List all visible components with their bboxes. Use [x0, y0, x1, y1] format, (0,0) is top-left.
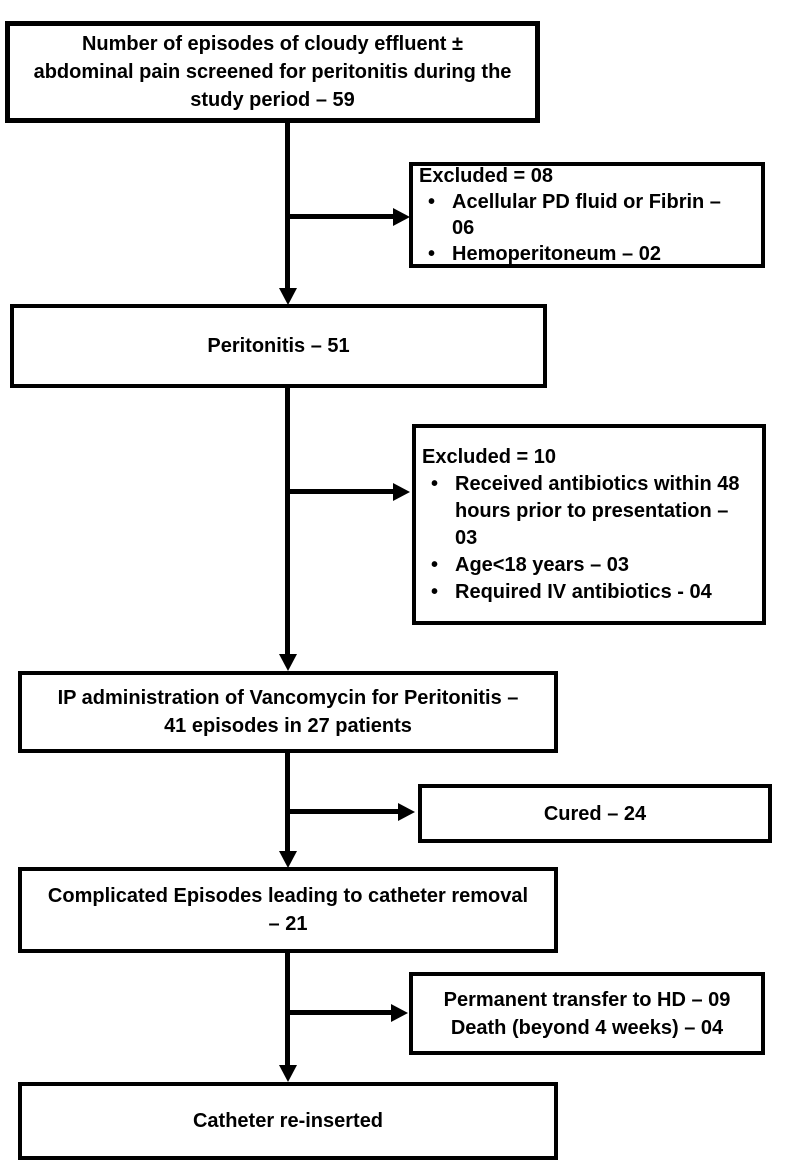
excluded-8-box: Excluded = 08 • Acellular PD fluid or Fi… — [409, 162, 765, 268]
arrowhead-down-ip — [279, 654, 297, 671]
list-item-line: 06 — [452, 217, 475, 239]
box-text-line: Cured – 24 — [543, 802, 647, 825]
box-text-line: – 21 — [268, 913, 308, 935]
box-text-line: Death (beyond 4 weeks) – 04 — [450, 1016, 724, 1039]
arrowhead-down-reinserted — [279, 1065, 297, 1082]
list-item-line: Acellular PD fluid or Fibrin – — [452, 191, 721, 213]
exclusion-title: Excluded = 10 — [422, 445, 556, 468]
arrowhead-right-excluded-8 — [393, 208, 410, 226]
connector-to-cured — [285, 809, 400, 814]
list-item-line: hours prior to presentation – — [455, 499, 729, 522]
bullet-marker: • — [431, 553, 439, 576]
bullet-marker: • — [431, 580, 439, 603]
list-item-line: Hemoperitoneum – 02 — [452, 243, 661, 265]
arrowhead-right-cured — [398, 803, 415, 821]
catheter-reinserted-box: Catheter re-inserted — [18, 1082, 558, 1160]
box-text-line: Complicated Episodes leading to catheter… — [47, 885, 529, 907]
list-item: • Required IV antibiotics - 04 — [422, 579, 740, 606]
list-item-line: Required IV antibiotics - 04 — [455, 580, 712, 603]
bullet-marker: • — [428, 191, 436, 213]
connector-to-excluded-10 — [285, 489, 395, 494]
box-text-line: abdominal pain screened for peritonitis … — [33, 61, 512, 83]
connector-to-outcomes — [285, 1010, 393, 1015]
list-item-line: Received antibiotics within 48 — [455, 472, 740, 495]
connector-to-excluded-8 — [285, 214, 395, 219]
arrowhead-right-outcomes — [391, 1004, 408, 1022]
peritonitis-box: Peritonitis – 51 — [10, 304, 547, 388]
cured-box: Cured – 24 — [418, 784, 772, 843]
exclusion-list: • Received antibiotics within 48 hours p… — [422, 471, 740, 606]
arrowhead-down-removal — [279, 851, 297, 868]
ip-vancomycin-box: IP administration of Vancomycin for Peri… — [18, 671, 558, 753]
catheter-removal-box: Complicated Episodes leading to catheter… — [18, 867, 558, 953]
arrowhead-down-peritonitis — [279, 288, 297, 305]
box-text-line: Catheter re-inserted — [192, 1110, 384, 1132]
list-item: • Acellular PD fluid or Fibrin – 06 — [419, 189, 721, 241]
outcomes-box: Permanent transfer to HD – 09 Death (bey… — [409, 972, 765, 1055]
list-item: • Received antibiotics within 48 hours p… — [422, 471, 740, 552]
box-text-line: Peritonitis – 51 — [207, 335, 350, 357]
connector-removal-to-reinserted — [285, 953, 290, 1066]
list-item-line: Age<18 years – 03 — [455, 553, 630, 576]
list-item: • Age<18 years – 03 — [422, 552, 740, 579]
connector-screened-to-peritonitis — [285, 122, 290, 290]
arrowhead-right-excluded-10 — [393, 483, 410, 501]
screened-box: Number of episodes of cloudy effluent ± … — [5, 21, 540, 123]
exclusion-title: Excluded = 08 — [419, 165, 553, 187]
box-text-line: study period – 59 — [190, 89, 355, 111]
connector-peritonitis-to-ip — [285, 388, 290, 656]
bullet-marker: • — [428, 243, 436, 265]
box-text-line: 41 episodes in 27 patients — [164, 715, 412, 737]
box-text-line: Permanent transfer to HD – 09 — [443, 988, 731, 1011]
excluded-10-box: Excluded = 10 • Received antibiotics wit… — [412, 424, 766, 625]
box-text-line: Number of episodes of cloudy effluent ± — [81, 33, 463, 55]
exclusion-list: • Acellular PD fluid or Fibrin – 06 • He… — [419, 189, 721, 267]
connector-ip-to-removal — [285, 753, 290, 851]
list-item: • Hemoperitoneum – 02 — [419, 241, 721, 267]
list-item-line: 03 — [455, 526, 478, 549]
box-text-line: IP administration of Vancomycin for Peri… — [57, 687, 519, 709]
bullet-marker: • — [431, 472, 439, 495]
